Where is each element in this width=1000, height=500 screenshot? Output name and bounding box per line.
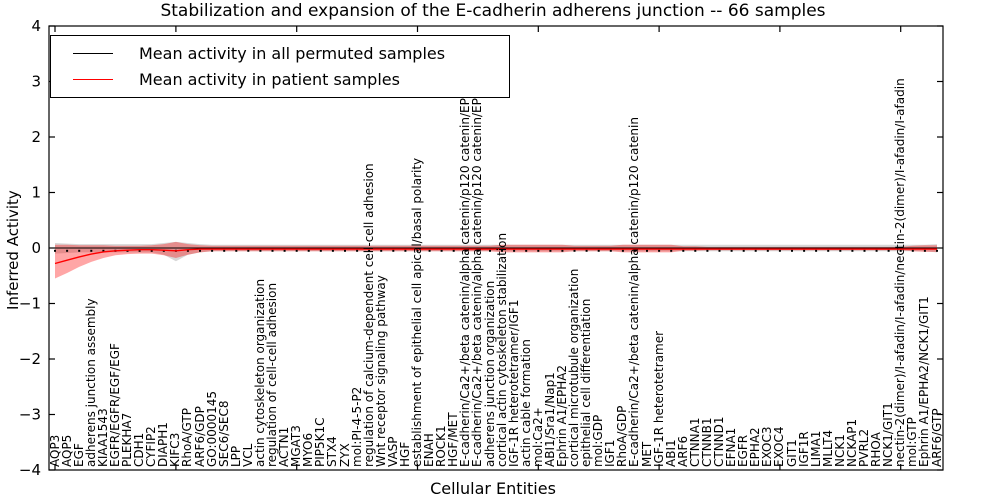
permuted-dot	[404, 249, 407, 252]
y-tick-label: −3	[19, 406, 41, 424]
permuted-dot	[730, 249, 733, 252]
permuted-dot	[54, 249, 56, 252]
permuted-dot	[875, 249, 878, 252]
permuted-dot	[791, 249, 793, 252]
permuted-dot	[936, 249, 938, 252]
legend-line-permuted-icon	[73, 52, 113, 54]
permuted-dot	[585, 249, 588, 252]
permuted-dot	[66, 249, 69, 252]
permuted-dot	[694, 249, 697, 252]
legend-item-patient: Mean activity in patient samples	[51, 70, 509, 89]
legend-line-patient-icon	[73, 79, 113, 81]
permuted-dot	[211, 249, 214, 252]
permuted-dot	[150, 249, 153, 252]
permuted-dot	[863, 249, 866, 252]
permuted-dot	[78, 249, 81, 252]
permuted-dot	[295, 249, 298, 252]
permuted-dot	[513, 249, 516, 252]
y-tick-label: −1	[19, 295, 41, 313]
permuted-dot	[464, 249, 467, 252]
legend-label-patient: Mean activity in patient samples	[139, 70, 400, 90]
permuted-dot	[235, 249, 238, 252]
permuted-dot	[307, 249, 310, 252]
permuted-samples-band	[55, 241, 937, 262]
permuted-dot	[706, 249, 709, 252]
y-tick-label: 4	[31, 17, 41, 35]
permuted-dot	[887, 249, 890, 252]
permuted-dot	[331, 249, 334, 252]
patient-mean-line	[54, 248, 937, 265]
permuted-dot	[525, 249, 528, 252]
permuted-dot	[573, 249, 576, 252]
patient-samples-band	[55, 241, 937, 279]
permuted-dot	[476, 249, 479, 252]
y-tick-label: 3	[31, 73, 41, 91]
permuted-dot	[658, 249, 661, 252]
y-tick-label: 0	[31, 239, 41, 257]
permuted-dot	[186, 249, 189, 252]
permuted-dot	[851, 249, 854, 252]
permuted-dot	[633, 249, 636, 252]
x-tick-label: E-cadherin/Ca2+/beta catenin/alpha caten…	[627, 117, 642, 467]
permuted-dot	[392, 249, 395, 252]
permuted-dot	[489, 249, 491, 252]
x-axis-label: Cellular Entities	[430, 479, 556, 498]
permuted-dot	[682, 249, 685, 252]
permuted-dot	[344, 249, 346, 252]
permuted-dot	[90, 249, 93, 252]
permuted-dot	[923, 249, 926, 252]
permuted-dot	[501, 249, 503, 252]
permuted-dot	[271, 249, 274, 252]
y-tick-label: 1	[31, 184, 41, 202]
permuted-dot	[609, 249, 612, 252]
permuted-dot	[259, 249, 262, 252]
permuted-dot	[356, 249, 359, 252]
x-tick-label: ARF6/GTP	[929, 408, 944, 467]
permuted-dot	[766, 249, 769, 252]
permuted-dot	[416, 249, 419, 252]
permuted-dot	[199, 249, 201, 252]
permuted-dot	[428, 249, 431, 252]
permuted-dot	[452, 249, 455, 252]
permuted-dot	[440, 249, 443, 252]
y-tick-label: −4	[19, 461, 41, 479]
y-tick-label: 2	[31, 128, 41, 146]
permuted-dot	[827, 249, 830, 252]
permuted-dot	[815, 249, 818, 252]
y-tick-label: −2	[19, 350, 41, 368]
permuted-dot	[621, 249, 624, 252]
legend-label-permuted: Mean activity in all permuted samples	[139, 43, 446, 63]
x-tick-label: establishment of epithelial cell apical/…	[410, 157, 424, 467]
permuted-dot	[368, 249, 371, 252]
permuted-dot	[102, 249, 105, 252]
permuted-dot	[597, 249, 600, 252]
legend: Mean activity in all permuted samples Me…	[50, 35, 510, 98]
permuted-dot	[754, 249, 757, 252]
permuted-dot	[223, 249, 226, 252]
chart-title: Stabilization and expansion of the E-cad…	[160, 1, 826, 21]
permuted-dot	[803, 249, 806, 252]
permuted-dot	[319, 249, 322, 252]
permuted-dot	[646, 249, 648, 252]
permuted-dot	[899, 249, 902, 252]
permuted-dot	[537, 249, 540, 252]
x-tick-label: nectin-2(dimer)/I-afadin/I-afadin/nectin…	[893, 78, 908, 467]
legend-item-permuted: Mean activity in all permuted samples	[51, 44, 509, 63]
permuted-dot	[670, 249, 673, 252]
permuted-dot	[138, 249, 141, 252]
permuted-dot	[283, 249, 286, 252]
permuted-dot	[247, 249, 250, 252]
permuted-dot	[380, 249, 383, 252]
permuted-dot	[549, 249, 552, 252]
permuted-dot	[911, 249, 914, 252]
permuted-dot	[718, 249, 721, 252]
permuted-dot	[742, 249, 745, 252]
permuted-dot	[778, 249, 781, 252]
permuted-dot	[561, 249, 564, 252]
permuted-dot	[839, 249, 842, 252]
